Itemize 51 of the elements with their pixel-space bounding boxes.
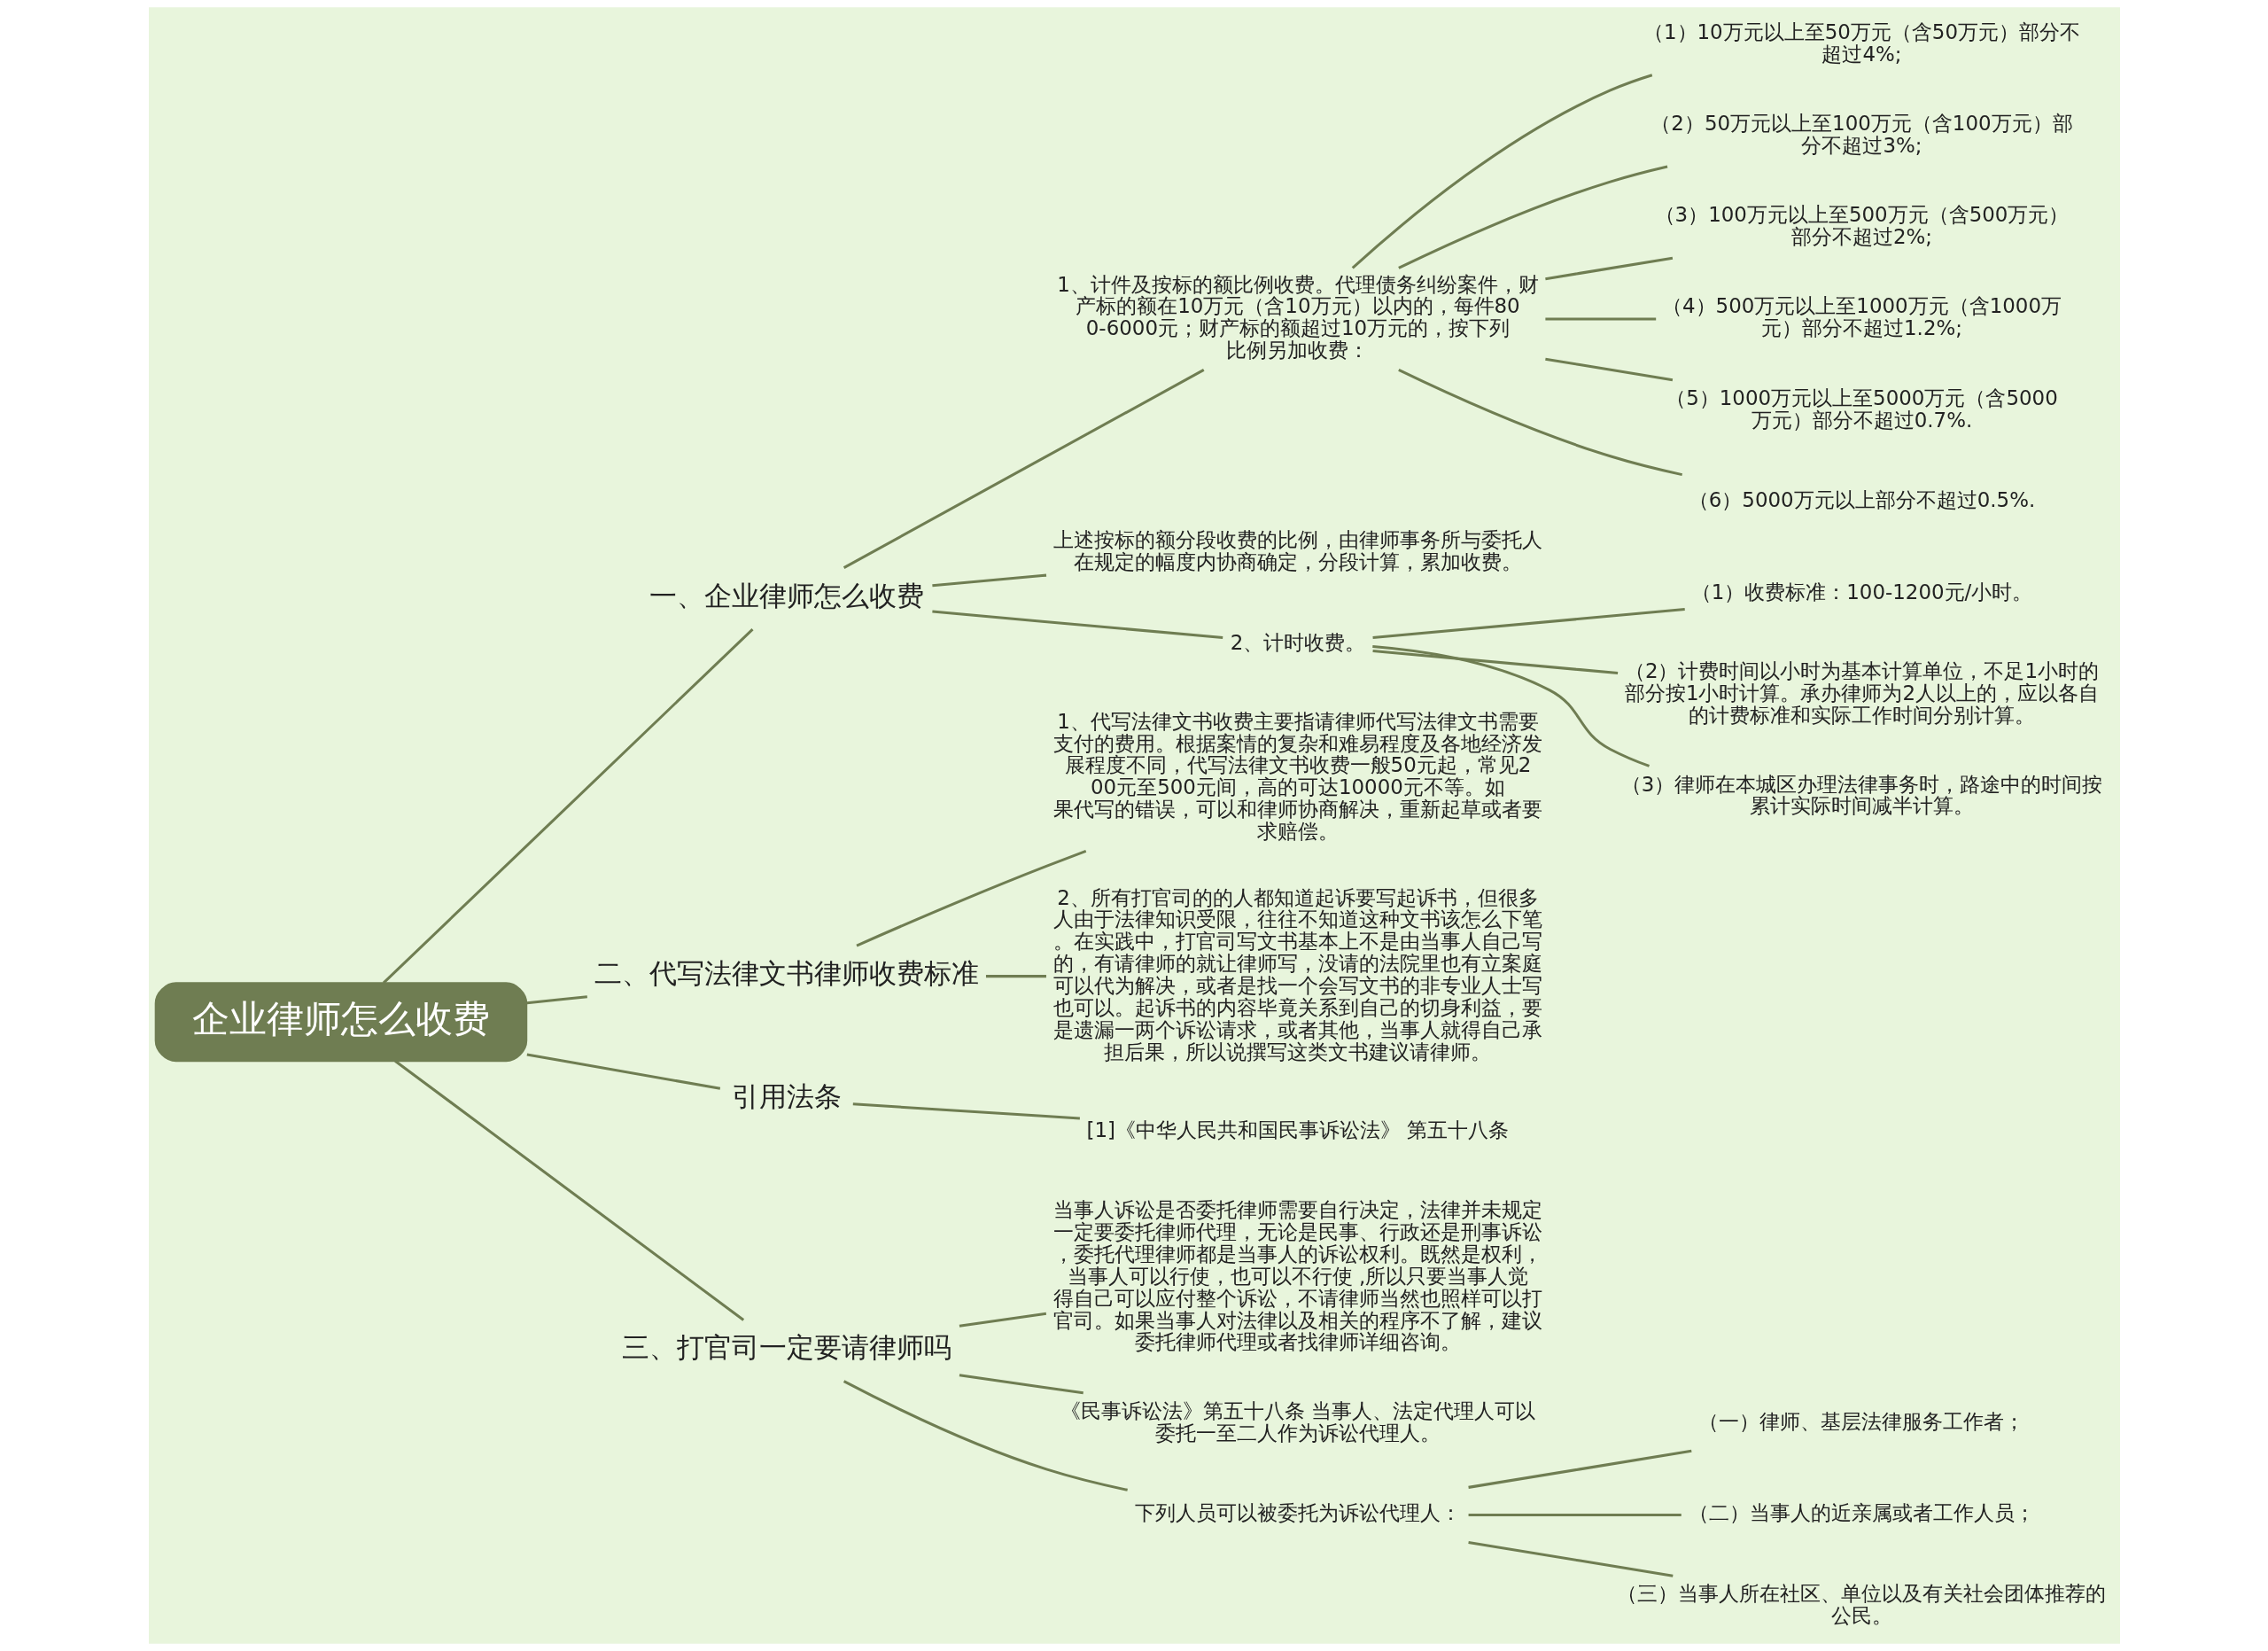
node-text: （1）收费标准：100-1200元/小时。 [1690, 580, 2032, 604]
connector [855, 849, 1086, 947]
node-text: 1、计件及按标的额比例收费。代理债务纠纷案件，财产标的额在10万元（含10万元）以内的，每件800-6000元；财产标的额超过10万元的，按下列比例另加收费： [1056, 272, 1539, 362]
connector [959, 1312, 1046, 1328]
node-text: 下列人员可以被委托为诉讼代理人： [1134, 1501, 1461, 1525]
node-text: 2、所有打官司的的人都知道起诉要写起诉书，但很多人由于法律知识受限，往往不知道这种文书该怎么下笔。在实践中，打官司写文书基本上不是由当事人自己写的，有请律师的就让律师写，没请的法院里也有立案庭可以代为解决，或者是找一个会写文书的非专业人士写也可以。起诉书的内容毕竟关系到自己的切身利益，要是遗漏一两个诉讼请求，或者其他，当事人就得自己承担后果，所以说撰写这类文书建议请律师。 [1052, 885, 1542, 1063]
node-text: [1]《中华人民共和国民事诉讼法》 第五十八条 [1086, 1118, 1509, 1142]
connector [843, 1380, 1128, 1491]
connector [852, 1102, 1080, 1120]
node-text: （5）1000万元以上至5000万元（含5000万元）部分不超过0.7%. [1665, 385, 2058, 432]
connector [1467, 1449, 1691, 1489]
node-text: （3）100万元以上至500万元（含500万元）部分不超过2%; [1654, 203, 2069, 249]
node-text: 《民事诉讼法》第五十八条 当事人、法定代理人可以委托一至二人作为诉讼代理人。 [1060, 1398, 1535, 1445]
node-text: （2）计费时间以小时为基本计算单位，不足1小时的部分按1小时计算。承办律师为2人以上的，应以各自的计费标准和实际工作时间分别计算。 [1624, 659, 2099, 728]
connector [1371, 608, 1685, 639]
connector [1544, 357, 1673, 382]
connector [1397, 369, 1682, 477]
connector [843, 368, 1204, 570]
connector [1468, 1513, 1682, 1516]
connector [526, 995, 587, 1005]
node-text: 一、企业律师怎么收费 [649, 580, 924, 611]
node-text: 上述按标的额分段收费的比例，由律师事务所与委托人在规定的幅度内协商确定，分段计算，累加收费。 [1052, 528, 1542, 574]
connector [382, 628, 754, 985]
connector [393, 1060, 744, 1321]
connector [526, 1053, 720, 1090]
connector [985, 975, 1046, 978]
node-text: （1）10万元以上至50万元（含50万元）部分不超过4%; [1643, 19, 2080, 66]
node-text: （3）律师在本城区办理法律事务时，路途中的时间按累计实际时间减半计算。 [1620, 772, 2102, 818]
node-text: 引用法条 [731, 1081, 842, 1113]
connector [1544, 256, 1673, 281]
node-text: 当事人诉讼是否委托律师需要自行决定，法律并未规定一定要委托律师代理，无论是民事、行政还是刑事诉讼，委托代理律师都是当事人的诉讼权利。既然是权利，当事人可以行使，也可以不行使 ,所以只要当事人觉得自己可以应付整个诉讼，不请律师当然也照样可以打官司。如果当事人对法律以及相关的程序不了解，建议委托律师代理或者找律师详细咨询。 [1052, 1198, 1542, 1354]
node-text: （一）律师、基层法律服务工作者； [1697, 1410, 2024, 1434]
node-text: 二、代写法律文书律师收费标准 [594, 957, 979, 989]
node-text: 三、打官司一定要请律师吗 [621, 1332, 951, 1364]
node-text: 1、代写法律文书收费主要指请律师代写法律文书需要支付的费用。根据案情的复杂和难易程度及各地经济发展程度不同，代写法律文书收费一般50元起，常见200元至500元间，高的可达10000元不等。如果代写的错误，可以和律师协商解决，重新起草或者要求赔偿。 [1052, 709, 1542, 844]
node-text: （三）当事人所在社区、单位以及有关社会团体推荐的公民。 [1616, 1582, 2106, 1628]
node-text: （2）50万元以上至100万元（含100万元）部分不超过3%; [1650, 112, 2073, 157]
connector [1397, 165, 1667, 269]
connector [931, 573, 1046, 588]
connector [1371, 644, 1650, 767]
connector [959, 1374, 1084, 1395]
node-box: 企业律师怎么收费 [154, 982, 527, 1063]
connector [1544, 317, 1656, 321]
node-text: （二）当事人的近亲属或者工作人员； [1688, 1501, 2035, 1525]
node-text: 2、计时收费。 [1230, 630, 1365, 654]
connector [1371, 649, 1618, 675]
node-text: （4）500万元以上至1000万元（含1000万元）部分不超过1.2%; [1661, 294, 2062, 340]
connector [931, 610, 1223, 640]
connector [1351, 74, 1652, 269]
connector [1467, 1541, 1674, 1577]
node-text: （6）5000万元以上部分不超过0.5%. [1688, 488, 2035, 512]
